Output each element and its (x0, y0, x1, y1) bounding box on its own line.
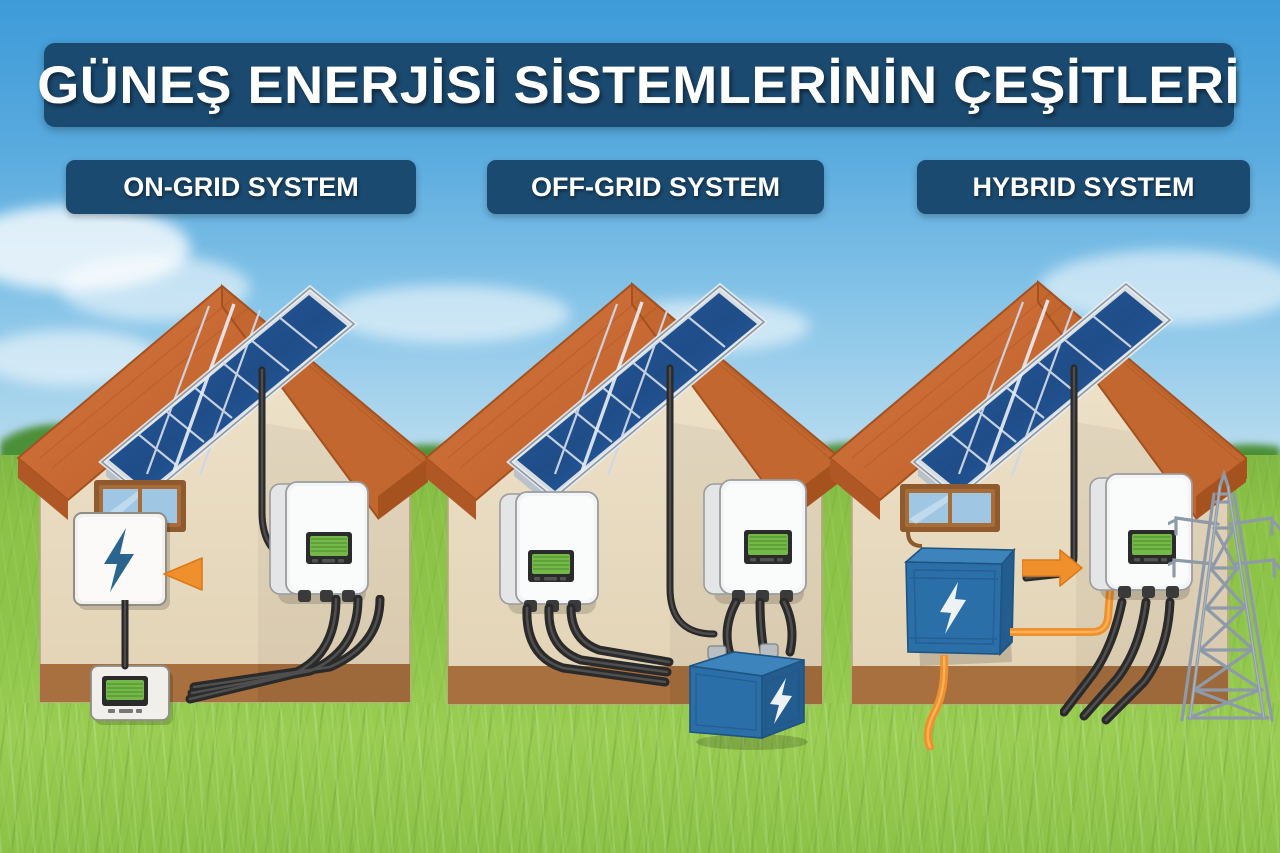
orange-link-hybrid (1006, 586, 1140, 658)
inverter-hybrid (1088, 472, 1198, 612)
main-title-banner: GÜNEŞ ENERJİSİ SİSTEMLERİNİN ÇEŞİTLERİ (38, 43, 1240, 127)
page-title: GÜNEŞ ENERJİSİ SİSTEMLERİNİN ÇEŞİTLERİ (37, 55, 1241, 115)
grass-blades (0, 703, 1280, 853)
electrical-panel-on-grid (70, 508, 175, 618)
cable-bundle-on-grid (150, 594, 390, 720)
flow-arrow-on-grid (158, 552, 206, 596)
inverter-off-grid (702, 478, 812, 614)
cable-bundle-hybrid (1059, 597, 1210, 728)
section-label-text: ON-GRID SYSTEM (123, 171, 359, 202)
orange-cable-hybrid (912, 653, 972, 751)
section-label-text: HYBRID SYSTEM (972, 171, 1195, 202)
electric-meter-on-grid (88, 662, 180, 730)
cloud-3 (330, 285, 570, 343)
grid-tower-hybrid (1142, 468, 1280, 740)
battery-hybrid (896, 538, 1026, 666)
section-label-off-grid: OFF-GRID SYSTEM (487, 160, 824, 214)
cable-bundle-off-grid (515, 602, 725, 712)
charge-controller-off-grid (498, 490, 604, 620)
window-3 (900, 484, 1000, 548)
section-label-text: OFF-GRID SYSTEM (531, 171, 780, 202)
cable-panel-to-meter (110, 596, 140, 670)
section-label-on-grid: ON-GRID SYSTEM (66, 160, 416, 214)
battery-off-grid (682, 638, 810, 750)
section-label-hybrid: HYBRID SYSTEM (917, 160, 1250, 214)
flow-arrow-hybrid (1021, 546, 1084, 590)
inverter-on-grid (268, 480, 374, 610)
